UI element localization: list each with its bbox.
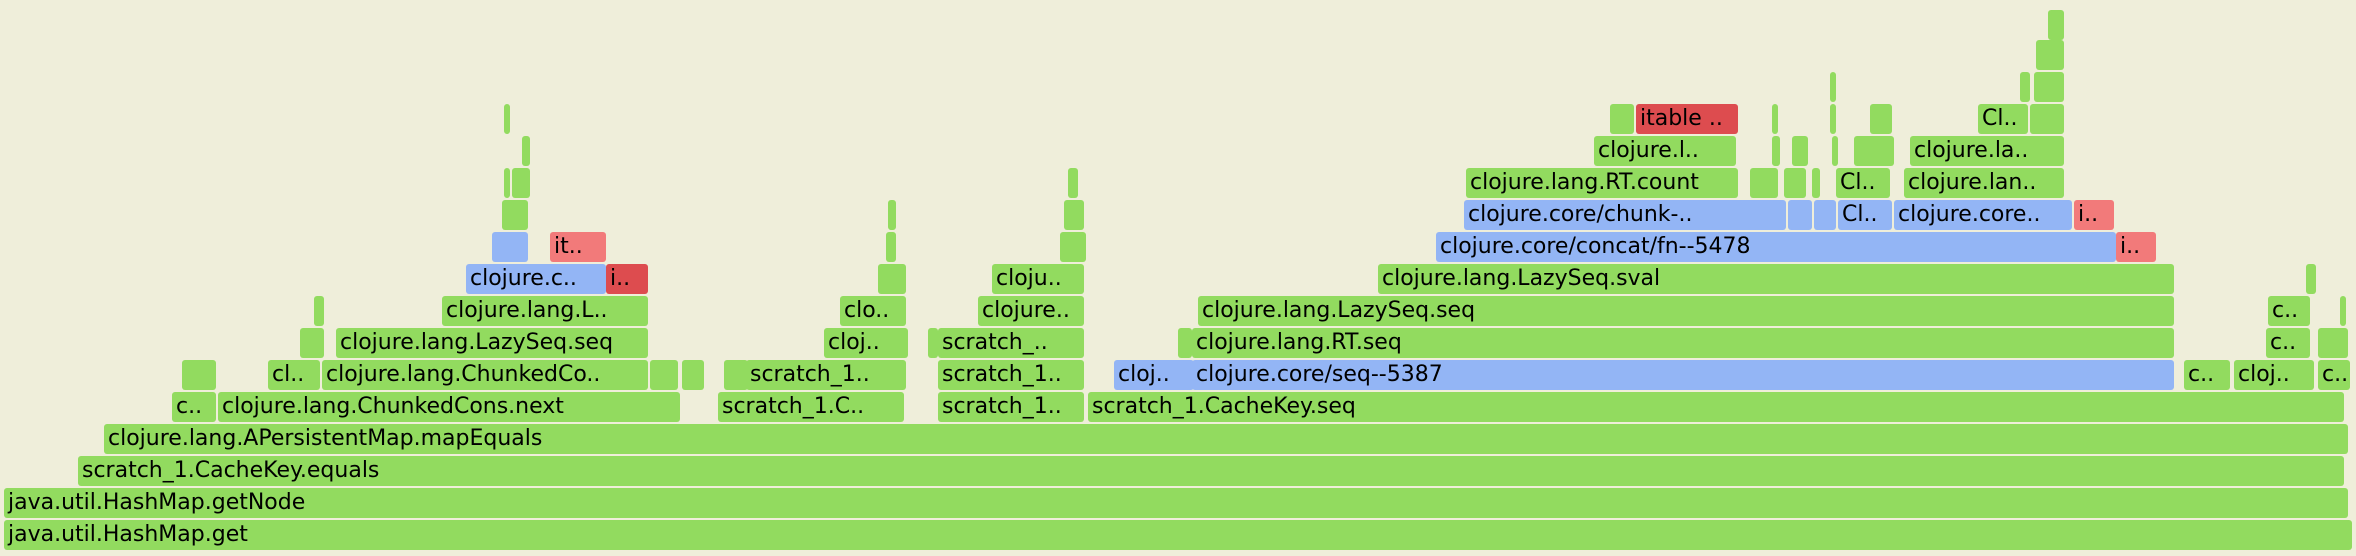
- frame-green-small[interactable]: [1772, 136, 1780, 166]
- frame-rt-count[interactable]: clojure.lang.RT.count: [1466, 168, 1738, 198]
- frame-cloj-right[interactable]: cloj..: [2234, 360, 2314, 390]
- frame-green-small[interactable]: [1064, 200, 1084, 230]
- frame-green-small[interactable]: [1832, 136, 1838, 166]
- frame-cachekey-seq[interactable]: scratch_1.CacheKey.seq: [1088, 392, 2344, 422]
- frame-clojure-c-blue[interactable]: clojure.c..: [466, 264, 606, 294]
- frame-clojure-la[interactable]: clojure.la..: [1910, 136, 2064, 166]
- frame-green-small[interactable]: [888, 200, 896, 230]
- frame-rt-seq[interactable]: clojure.lang.RT.seq: [1192, 328, 2174, 358]
- frame-chunk[interactable]: clojure.core/chunk-..: [1464, 200, 1786, 230]
- frame-i-darkred[interactable]: i..: [606, 264, 648, 294]
- frame-i-red-2[interactable]: i..: [2074, 200, 2114, 230]
- frame-lazyseq-l[interactable]: clojure.lang.L..: [442, 296, 648, 326]
- frame-green-small[interactable]: [502, 200, 528, 230]
- frame-c-short[interactable]: c..: [172, 392, 216, 422]
- frame-scratch-1[interactable]: scratch_1..: [746, 360, 906, 390]
- frame-green-small[interactable]: [2020, 72, 2030, 102]
- frame-green-small[interactable]: [504, 104, 510, 134]
- frame-lazyseq-seq[interactable]: clojure.lang.LazySeq.seq: [336, 328, 648, 358]
- frame-scratch-1b[interactable]: scratch_1..: [938, 360, 1084, 390]
- frame-hashmap-getnode[interactable]: java.util.HashMap.getNode: [4, 488, 2348, 518]
- frame-clojure-lan[interactable]: clojure.lan..: [1904, 168, 2064, 198]
- frame-green-small[interactable]: [682, 360, 704, 390]
- frame-cl-short[interactable]: cl..: [268, 360, 320, 390]
- frame-cloju[interactable]: cloju..: [992, 264, 1084, 294]
- frame-core-seq-5387[interactable]: clojure.core/seq--5387: [1192, 360, 2174, 390]
- frame-green-small[interactable]: [1812, 168, 1820, 198]
- frame-green-small[interactable]: [1830, 104, 1836, 134]
- frame-cl-green[interactable]: Cl..: [1836, 168, 1890, 198]
- frame-green-small[interactable]: [886, 232, 896, 262]
- frame-i-red[interactable]: i..: [2116, 232, 2156, 262]
- frame-green-small[interactable]: [1178, 328, 1192, 358]
- frame-clo[interactable]: clo..: [840, 296, 906, 326]
- frame-cloj[interactable]: cloj..: [824, 328, 908, 358]
- frame-mapequals[interactable]: clojure.lang.APersistentMap.mapEquals: [104, 424, 2348, 454]
- frame-green-small[interactable]: [2318, 328, 2348, 358]
- frame-green-small[interactable]: [2340, 296, 2346, 326]
- frame-scratch[interactable]: scratch_..: [938, 328, 1084, 358]
- frame-green-small[interactable]: [182, 360, 216, 390]
- frame-green-small[interactable]: [2030, 104, 2064, 134]
- frame-green-small[interactable]: [522, 136, 530, 166]
- frame-hashmap-get[interactable]: java.util.HashMap.get: [4, 520, 2352, 550]
- frame-green-small[interactable]: [1610, 104, 1634, 134]
- frame-itable[interactable]: itable ..: [1636, 104, 1738, 134]
- frame-lazyseq-seq-2[interactable]: clojure.lang.LazySeq.seq: [1198, 296, 2174, 326]
- frame-clojure-core-blue[interactable]: clojure.core..: [1894, 200, 2072, 230]
- frame-green-small[interactable]: [1830, 72, 1836, 102]
- frame-green-small[interactable]: [650, 360, 678, 390]
- frame-green-small[interactable]: [1772, 104, 1778, 134]
- frame-it-red[interactable]: it..: [550, 232, 606, 262]
- frame-green-small[interactable]: [1854, 136, 1894, 166]
- frame-cachekey-equals[interactable]: scratch_1.CacheKey.equals: [78, 456, 2344, 486]
- frame-green-small[interactable]: [928, 328, 938, 358]
- frame-green-small[interactable]: [512, 168, 530, 198]
- frame-green-small[interactable]: [724, 360, 748, 390]
- frame-clojure-l[interactable]: clojure.l..: [1594, 136, 1736, 166]
- frame-c-right2[interactable]: c..: [2266, 328, 2310, 358]
- frame-c-right[interactable]: c..: [2184, 360, 2230, 390]
- frame-c-right3[interactable]: c..: [2268, 296, 2310, 326]
- frame-chunkedco[interactable]: clojure.lang.ChunkedCo..: [322, 360, 648, 390]
- frame-cl-top[interactable]: Cl..: [1978, 104, 2028, 134]
- frame-green-small[interactable]: [2048, 10, 2064, 40]
- frame-green-small[interactable]: [1750, 168, 1778, 198]
- frame-blue-small[interactable]: [492, 232, 528, 262]
- frame-c-far-right[interactable]: c..: [2318, 360, 2350, 390]
- frame-green-small[interactable]: [2034, 72, 2064, 102]
- frame-green-small[interactable]: [1870, 104, 1892, 134]
- frame-concat-fn-5478[interactable]: clojure.core/concat/fn--5478: [1436, 232, 2116, 262]
- frame-green-small[interactable]: [2306, 264, 2316, 294]
- frame-blue-small[interactable]: [1788, 200, 1812, 230]
- frame-clojure-short[interactable]: clojure..: [978, 296, 1084, 326]
- frame-chunkedcons-next[interactable]: clojure.lang.ChunkedCons.next: [218, 392, 680, 422]
- frame-scratch-c[interactable]: scratch_1.C..: [718, 392, 904, 422]
- frame-green-small[interactable]: [878, 264, 906, 294]
- frame-lazyseq-sval[interactable]: clojure.lang.LazySeq.sval: [1378, 264, 2174, 294]
- frame-green-small[interactable]: [300, 328, 324, 358]
- frame-cl-blue[interactable]: Cl..: [1838, 200, 1892, 230]
- frame-green-small[interactable]: [504, 168, 510, 198]
- frame-blue-small[interactable]: [1814, 200, 1836, 230]
- frame-green-small[interactable]: [314, 296, 324, 326]
- frame-cloj-blue[interactable]: cloj..: [1114, 360, 1194, 390]
- frame-green-small[interactable]: [1060, 232, 1086, 262]
- frame-green-small[interactable]: [1792, 136, 1808, 166]
- frame-scratch-1[interactable]: scratch_1..: [938, 392, 1084, 422]
- frame-green-small[interactable]: [1784, 168, 1806, 198]
- frame-green-small[interactable]: [1068, 168, 1078, 198]
- frame-green-small[interactable]: [2036, 40, 2064, 70]
